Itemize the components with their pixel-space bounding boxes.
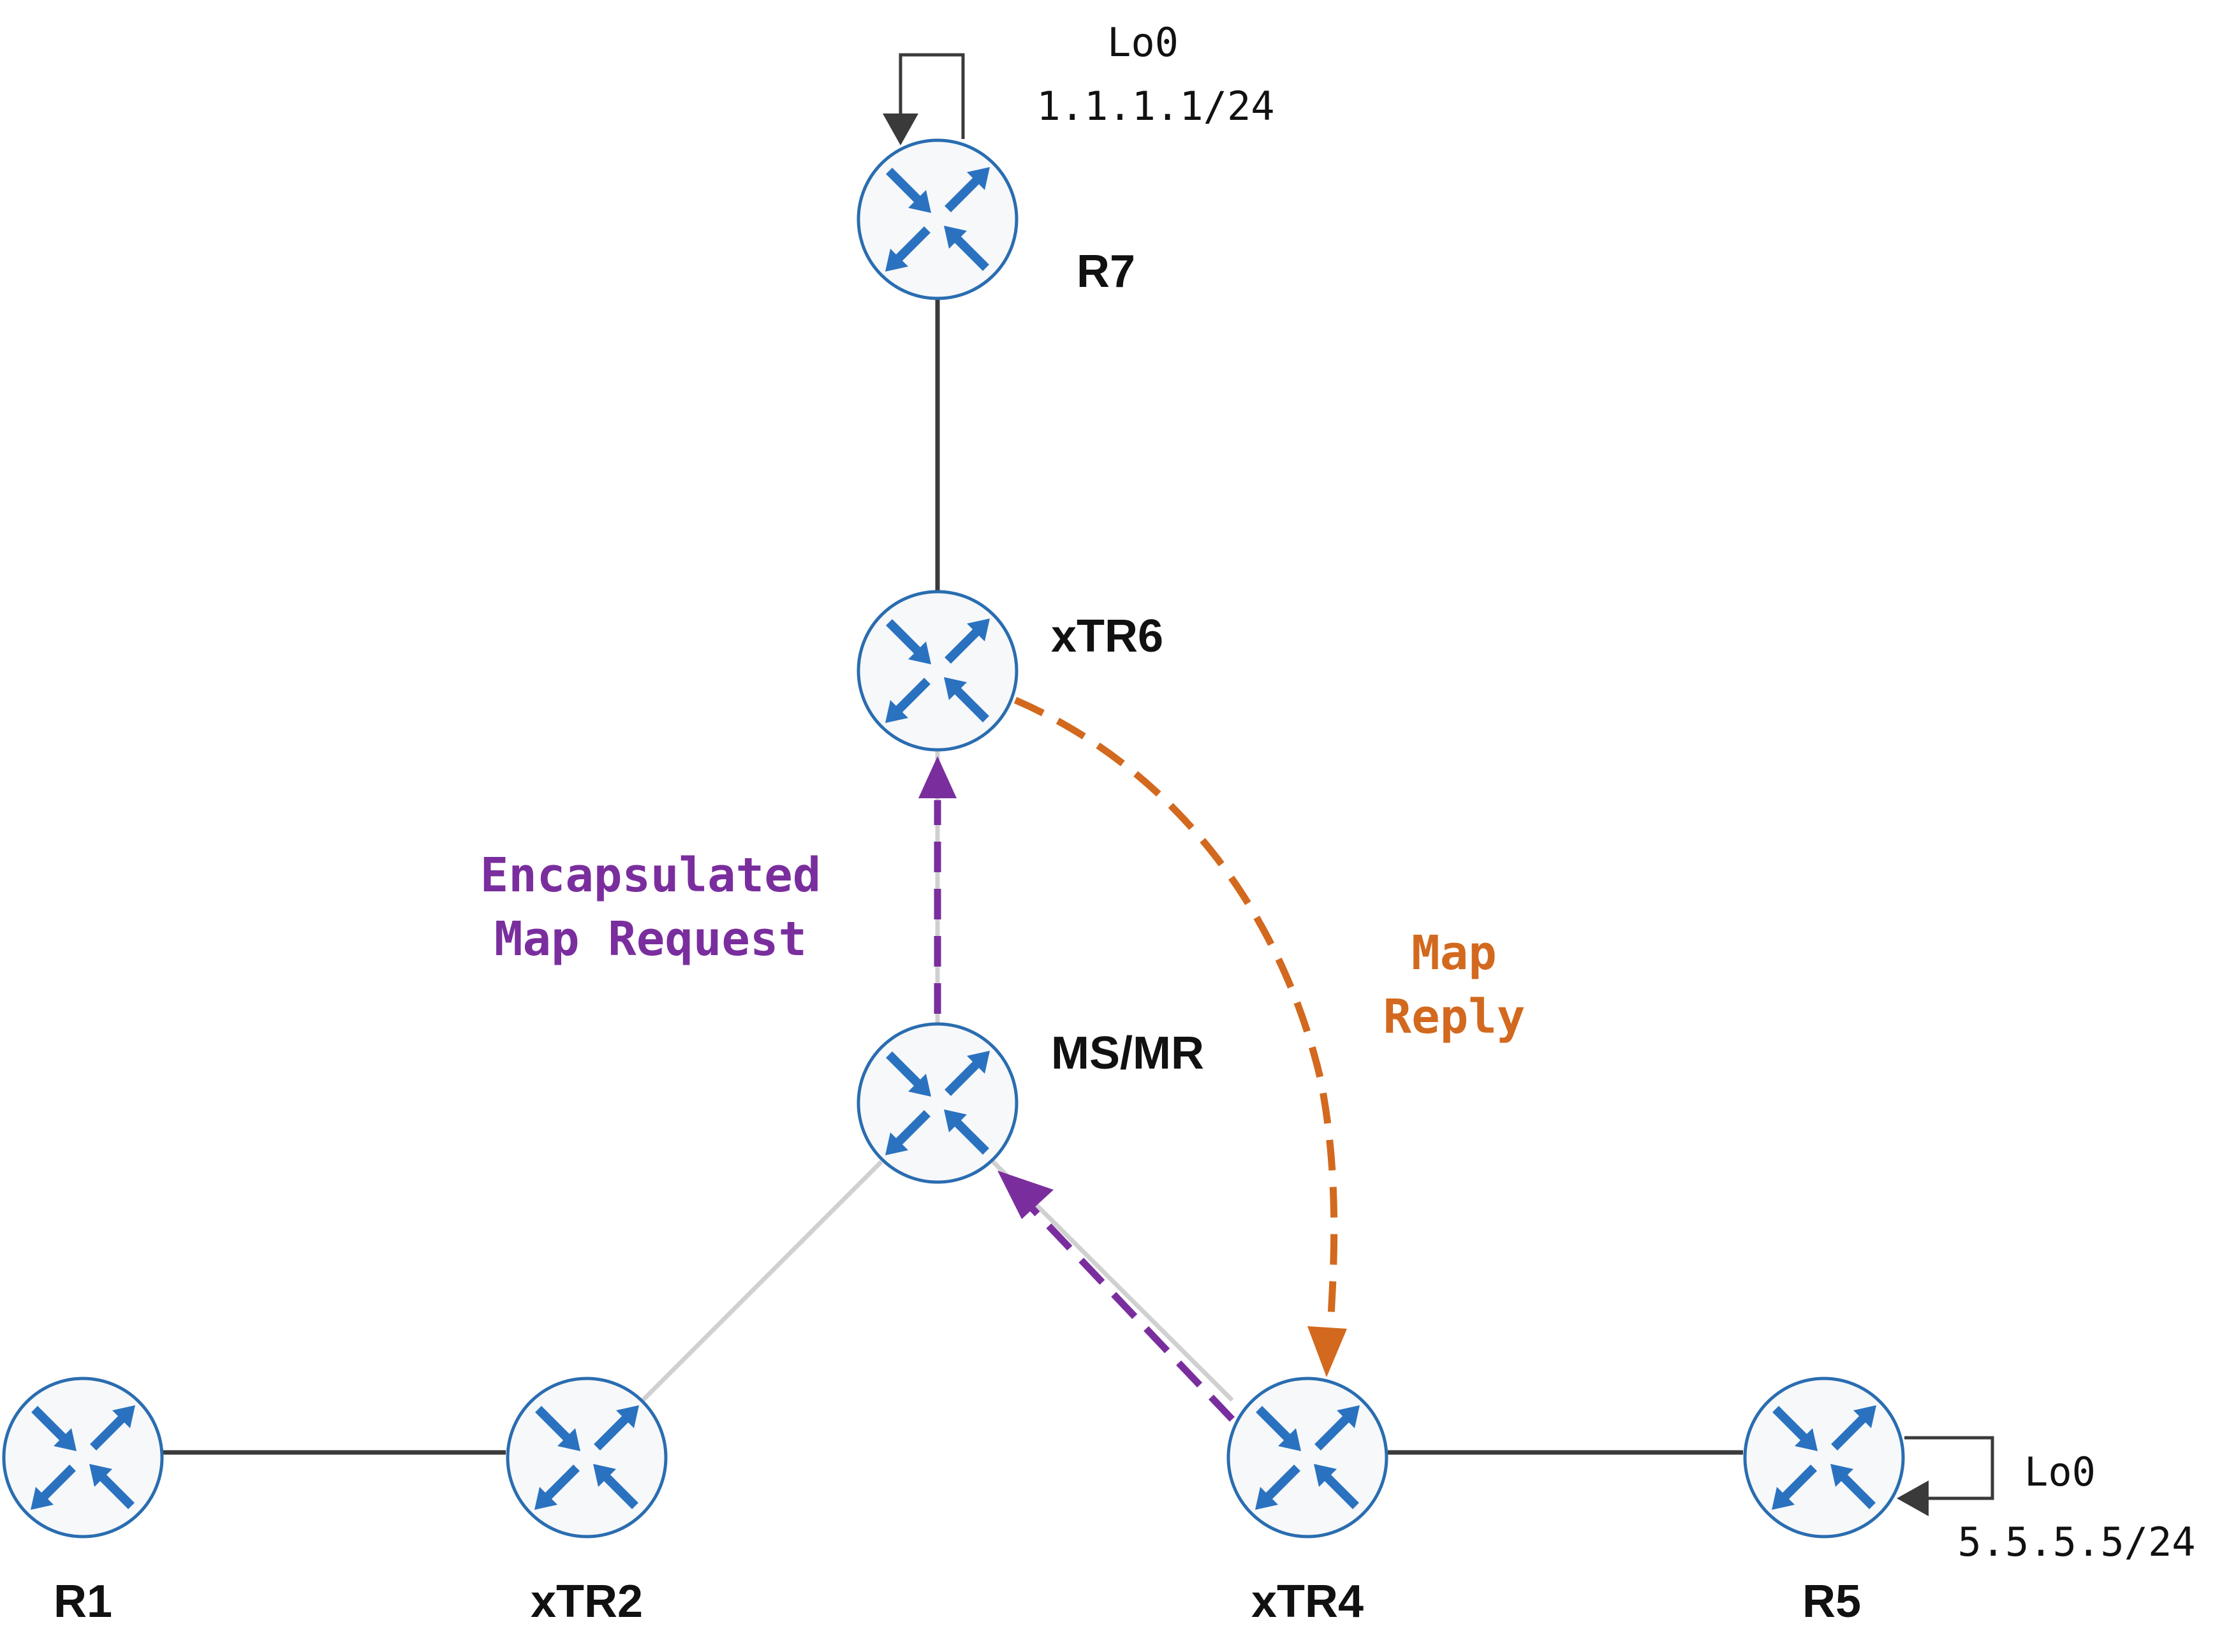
router-label-r7: R7	[1077, 246, 1135, 297]
loopback-address-r5: 5.5.5.5/24	[1957, 1519, 2195, 1565]
loopback-r7-icon	[883, 53, 965, 145]
map-reply-arrow	[1013, 696, 1347, 1377]
map-reply-label-line1: Map	[1411, 926, 1497, 981]
router-label-r5: R5	[1802, 1576, 1861, 1627]
loopback-name-r7: Lo0	[1107, 19, 1179, 66]
router-icon	[4, 1378, 162, 1537]
router-r1[interactable]	[4, 1378, 162, 1537]
router-label-xtr4: xTR4	[1251, 1576, 1364, 1627]
loopback-name-r5: Lo0	[2024, 1449, 2096, 1495]
map-request-label-line1: Encapsulated	[480, 848, 821, 903]
map-request-label-line2: Map Request	[494, 912, 807, 967]
router-r7[interactable]	[858, 140, 1017, 298]
router-xtr4[interactable]	[1228, 1378, 1387, 1537]
router-icon	[1228, 1378, 1387, 1537]
router-label-xtr2: xTR2	[531, 1576, 643, 1627]
router-label-xtr6: xTR6	[1051, 611, 1163, 662]
router-label-msmr: MS/MR	[1051, 1028, 1204, 1079]
loopback-r5-icon	[1897, 1436, 1994, 1516]
map-reply-label-line2: Reply	[1383, 990, 1526, 1044]
router-xtr2[interactable]	[508, 1378, 666, 1537]
map-request-arrow	[918, 756, 1235, 1422]
router-icon	[508, 1378, 666, 1537]
router-label-r1: R1	[54, 1576, 112, 1627]
router-icon	[858, 1024, 1017, 1182]
router-icon	[1745, 1378, 1903, 1537]
router-r5[interactable]	[1745, 1378, 1903, 1537]
router-xtr6[interactable]	[858, 592, 1017, 750]
link-msmr-xtr2	[641, 1160, 883, 1402]
router-icon	[858, 592, 1017, 750]
router-icon	[858, 140, 1017, 298]
loopback-address-r7: 1.1.1.1/24	[1036, 83, 1274, 129]
router-msmr[interactable]	[858, 1024, 1017, 1182]
